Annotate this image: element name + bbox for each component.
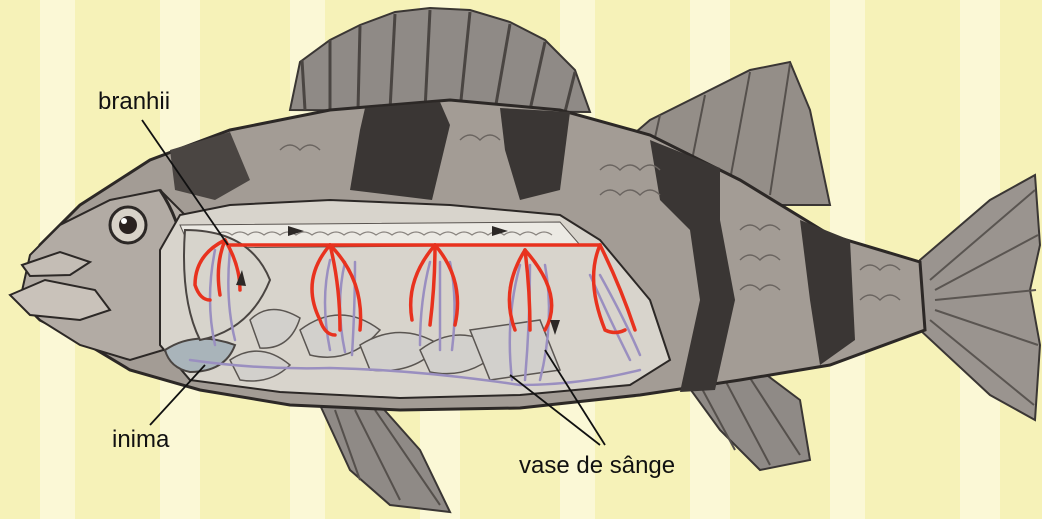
heart-label: inima bbox=[112, 426, 169, 454]
gills-label: branhii bbox=[98, 88, 170, 116]
blood-vessels-label: vase de sânge bbox=[519, 452, 675, 480]
